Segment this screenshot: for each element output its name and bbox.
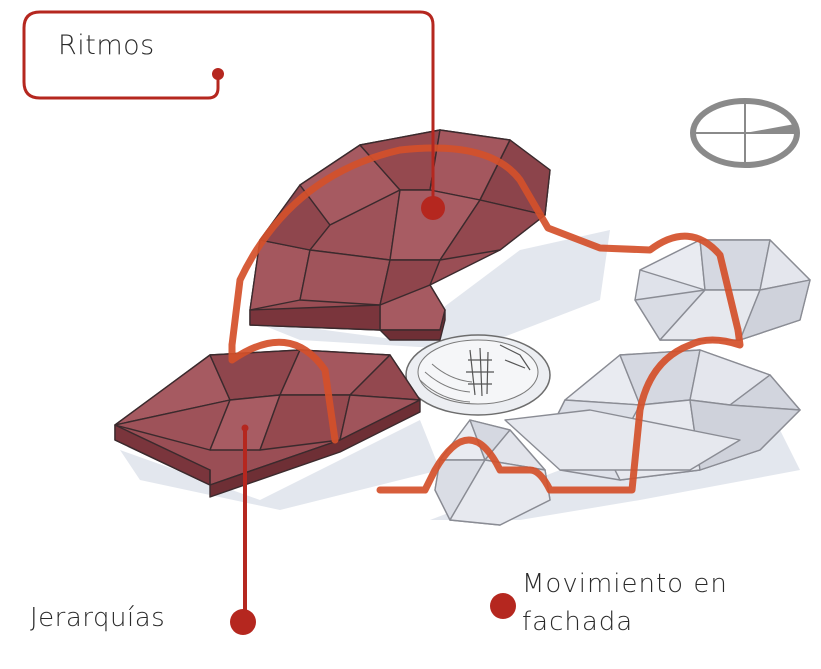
ritmos-leader-end-dot (212, 68, 224, 80)
jerarquias-label: Jerarquías (30, 603, 166, 633)
ritmos-leader (22, 10, 435, 205)
jerarquias-marker-top-dot (241, 424, 249, 432)
ritmos-marker-dot (421, 196, 445, 220)
movimiento-label-line1: Movimiento en (522, 569, 728, 599)
secondary-volumes (434, 239, 811, 526)
rhythm-line (228, 144, 744, 494)
ritmos-label: Ritmos (58, 30, 155, 61)
movimiento-marker-dot (490, 593, 516, 619)
movimiento-label-line2: fachada (522, 606, 634, 637)
north-arrow-compass-icon (690, 98, 800, 168)
movimiento-en-fachada-label: Movimiento en fachada (522, 566, 728, 641)
circular-courtyard (405, 334, 551, 416)
jerarquias-marker-dot (230, 609, 256, 635)
